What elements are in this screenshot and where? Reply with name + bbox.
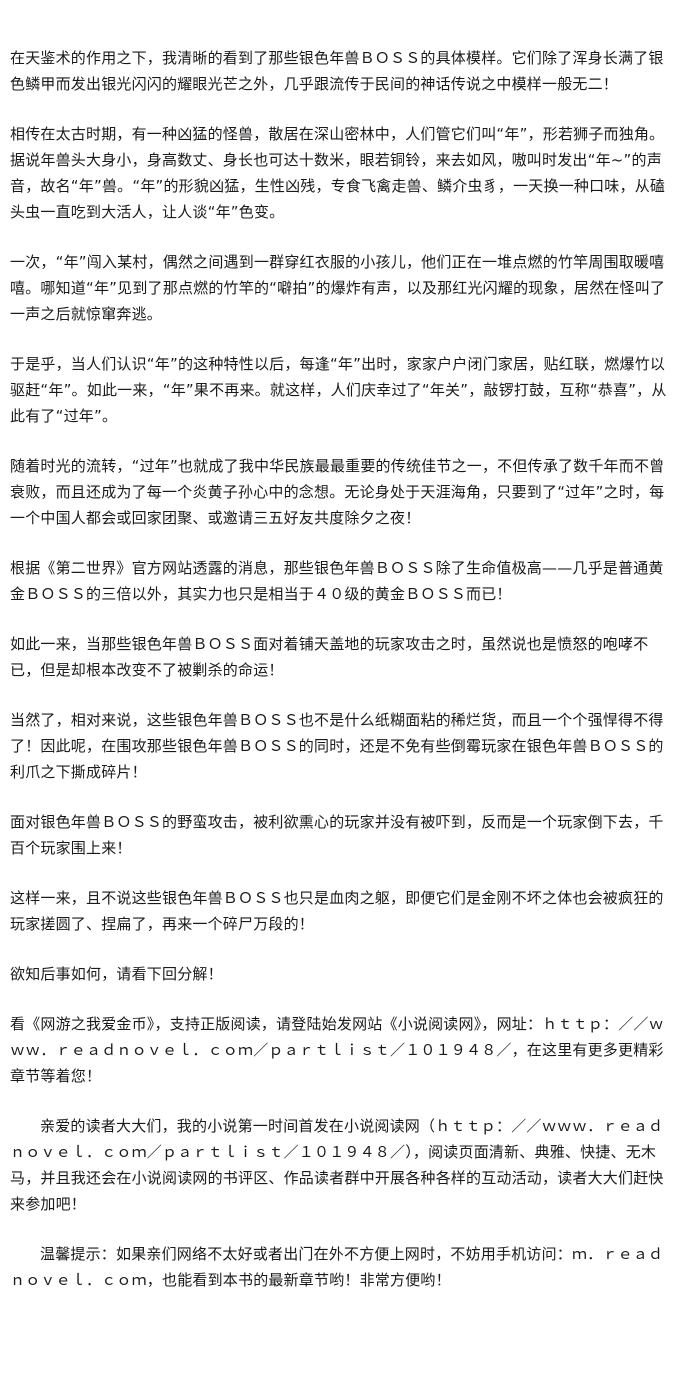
paragraph-6: 根据《第二世界》官方网站透露的消息，那些银色年兽ＢＯＳＳ除了生命值极高——几乎是… xyxy=(10,559,664,603)
paragraph-11: 欲知后事如何，请看下回分解！ xyxy=(10,965,223,983)
mobile-tip-paragraph: 温馨提示：如果亲们网络不太好或者出门在外不方便上网时，不妨用手机访问：ｍ．ｒｅａ… xyxy=(10,1245,664,1289)
paragraph-1: 在天鉴术的作用之下，我清晰的看到了那些银色年兽ＢＯＳＳ的具体模样。它们除了浑身长… xyxy=(10,49,664,93)
paragraph-10: 这样一来，且不说这些银色年兽ＢＯＳＳ也只是血肉之躯，即便它们是金刚不坏之体也会被… xyxy=(10,889,664,933)
paragraph-3: 一次，“年”闯入某村，偶然之间遇到一群穿红衣服的小孩儿，他们正在一堆点燃的竹竿周… xyxy=(10,253,666,323)
paragraph-4: 于是乎，当人们认识“年”的这种特性以后，每逢“年”出时，家家户户闭门家居，贴红联… xyxy=(10,355,667,425)
paragraph-8: 当然了，相对来说，这些银色年兽ＢＯＳＳ也不是什么纸糊面粘的稀烂货，而且一个个强悍… xyxy=(10,711,664,781)
paragraph-2: 相传在太古时期，有一种凶猛的怪兽，散居在深山密林中，人们管它们叫“年”，形若狮子… xyxy=(10,125,666,221)
paragraph-5: 随着时光的流转，“过年”也就成了我中华民族最最重要的传统佳节之一，不但传承了数千… xyxy=(10,457,665,527)
source-notice-paragraph: 看《网游之我爱金币》，支持正版阅读，请登陆始发网站《小说阅读网》，网址：ｈｔｔｐ… xyxy=(10,1015,664,1085)
paragraph-9: 面对银色年兽ＢＯＳＳ的野蛮攻击，被利欲熏心的玩家并没有被吓到，反而是一个玩家倒下… xyxy=(10,813,664,857)
reader-invitation-paragraph: 亲爱的读者大大们，我的小说第一时间首发在小说阅读网（ｈｔｔｐ：／／ｗｗｗ．ｒｅａ… xyxy=(10,1117,664,1213)
paragraph-7: 如此一来，当那些银色年兽ＢＯＳＳ面对着铺天盖地的玩家攻击之时，虽然说也是愤怒的咆… xyxy=(10,635,649,679)
